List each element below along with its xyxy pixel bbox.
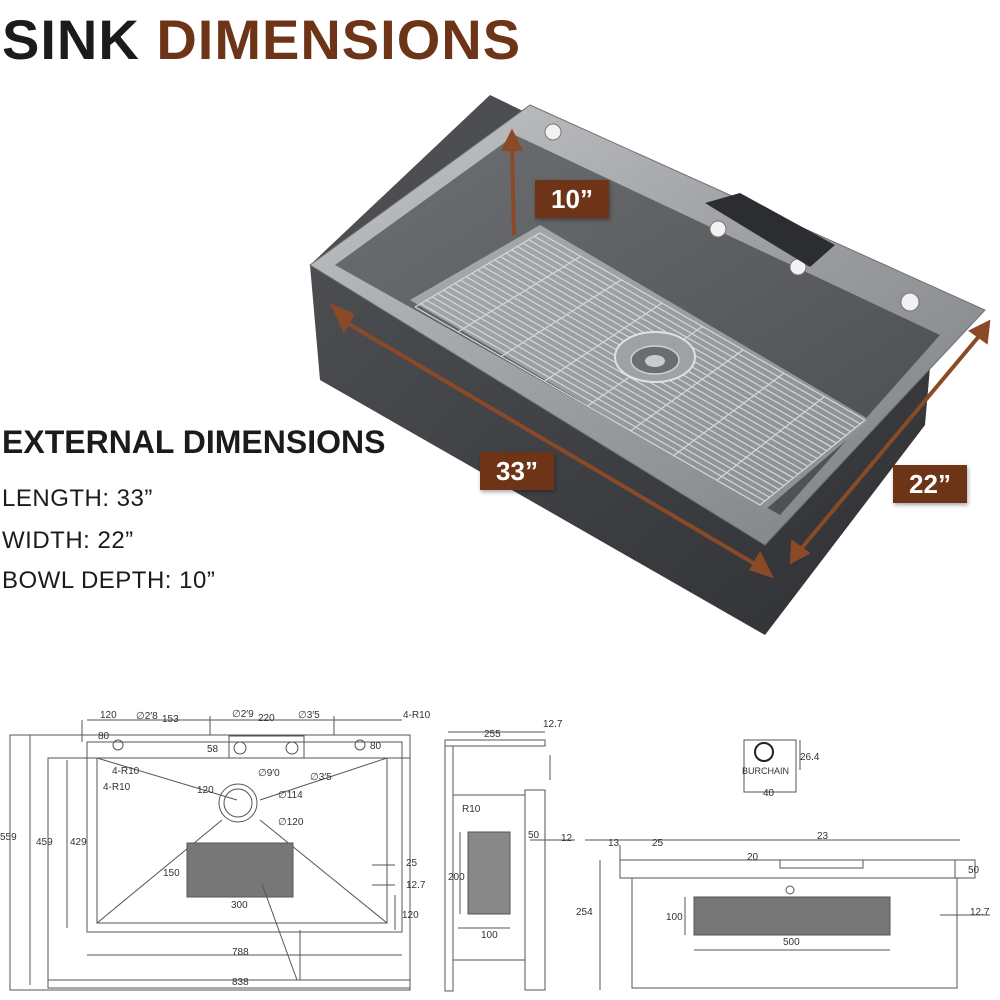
- depth-tag: 10”: [535, 180, 609, 218]
- label-4-r10-inner: 4-R10: [112, 766, 140, 777]
- label-500: 500: [783, 937, 800, 948]
- label-dia-35-top: ∅3′5: [298, 710, 320, 721]
- side-view-drawing: [444, 731, 575, 992]
- label-25-top: 25: [406, 858, 418, 869]
- label-254: 254: [576, 907, 593, 918]
- label-23: 23: [817, 831, 829, 842]
- label-12-7-top: 12.7: [406, 880, 426, 891]
- label-dia-114: ∅114: [278, 790, 303, 801]
- label-dia-28: ∅2′8: [136, 711, 158, 722]
- label-50-front: 50: [968, 865, 980, 876]
- title-dark-word: SINK: [2, 8, 140, 71]
- label-153: 153: [162, 714, 179, 725]
- tap-hole: [709, 220, 727, 238]
- logo-brand-text: BURCHAIN: [742, 766, 789, 776]
- label-40: 40: [763, 788, 775, 799]
- sink-illustration: [309, 95, 991, 635]
- width-spec: WIDTH: 22”: [2, 527, 134, 554]
- accessory-slot: [705, 193, 835, 267]
- drain-strainer: [614, 331, 696, 383]
- label-559: 559: [0, 832, 17, 843]
- label-12-7-front: 12.7: [970, 907, 990, 918]
- label-80-right: 80: [370, 741, 382, 752]
- title-accent-word: DIMENSIONS: [156, 8, 522, 71]
- tap-hole: [544, 123, 562, 141]
- label-4-r10-left: 4-R10: [103, 782, 131, 793]
- label-20: 20: [747, 852, 759, 863]
- label-255: 255: [484, 729, 501, 740]
- label-80-left: 80: [98, 731, 110, 742]
- label-12-side: 12: [561, 833, 573, 844]
- label-300: 300: [231, 900, 248, 911]
- label-r10: R10: [462, 804, 481, 815]
- length-tag: 33”: [480, 452, 554, 490]
- label-dia-35-mid: ∅3′5: [310, 772, 332, 783]
- label-838: 838: [232, 977, 249, 988]
- length-spec: LENGTH: 33”: [2, 485, 153, 512]
- label-dia-90: ∅9′0: [258, 768, 280, 779]
- label-788: 788: [232, 947, 249, 958]
- front-view-drawing: [585, 839, 990, 990]
- label-50-side: 50: [528, 830, 540, 841]
- technical-drawings: 120 ∅2′8 153 ∅2′9 220 ∅3′5 4-R10 80 58 8…: [0, 709, 990, 992]
- label-220: 220: [258, 713, 275, 724]
- label-200: 200: [448, 872, 465, 883]
- label-459: 459: [36, 837, 53, 848]
- tap-hole: [900, 292, 920, 312]
- label-13: 13: [608, 838, 620, 849]
- label-12-7-side: 12.7: [543, 719, 563, 730]
- label-120-bottom: 120: [402, 910, 419, 921]
- top-view-drawing: [9, 716, 411, 991]
- logo-dimension-drawing: [743, 739, 801, 793]
- label-120-mid: 120: [197, 785, 214, 796]
- label-429: 429: [70, 837, 87, 848]
- label-26-4: 26.4: [800, 752, 820, 763]
- label-150: 150: [163, 868, 180, 879]
- dimension-arrows: [330, 128, 991, 579]
- width-tag: 22”: [893, 465, 967, 503]
- bowl-depth-spec: BOWL DEPTH: 10”: [2, 567, 216, 594]
- label-25-front: 25: [652, 838, 664, 849]
- label-100-side: 100: [481, 930, 498, 941]
- label-dia-120: ∅120: [278, 817, 304, 828]
- label-dia-29: ∅2′9: [232, 709, 254, 720]
- label-120-top: 120: [100, 710, 117, 721]
- label-58: 58: [207, 744, 219, 755]
- label-100-front: 100: [666, 912, 683, 923]
- page-title: SINK DIMENSIONS: [2, 2, 521, 78]
- external-dimensions-heading: EXTERNAL DIMENSIONS: [2, 424, 386, 460]
- label-4-r10-top: 4-R10: [403, 710, 431, 721]
